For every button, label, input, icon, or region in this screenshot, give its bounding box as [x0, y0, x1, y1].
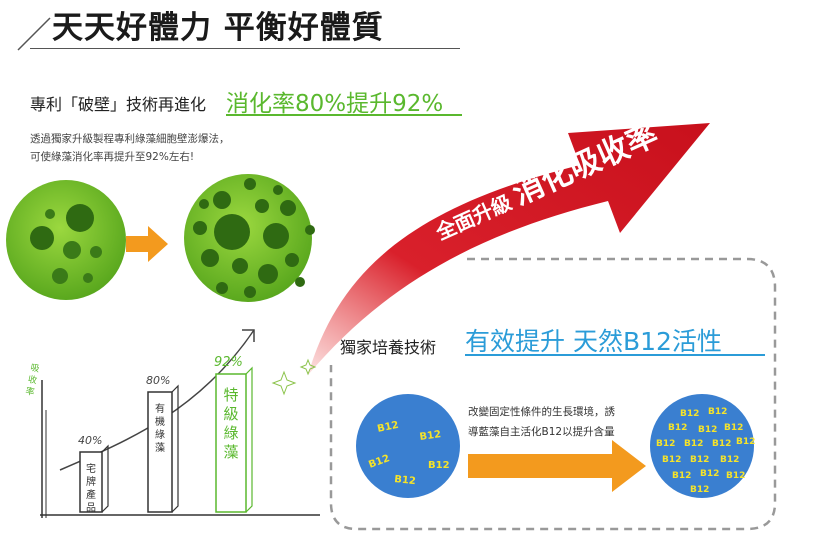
patent-highlight-underline [226, 114, 462, 116]
b12-label: B12 [668, 423, 687, 433]
b12-label: B12 [720, 455, 739, 465]
bar-label: 特級綠藻 [223, 386, 238, 461]
upgrade-arrow: 全面升級 消化吸收率 [308, 116, 710, 375]
b12-label: B12 [656, 439, 675, 449]
bar-label: 宅牌產品 [86, 462, 96, 514]
b12-label: B12 [684, 439, 703, 449]
absorption-bar-chart: 吸收率 40% 宅牌產品 80% 有機綠藻 92% 特級綠藻 [24, 329, 320, 518]
b12-illustration: B12 B12 B12 B12 B12 B12 B12 B12 B12 B12 … [356, 394, 755, 498]
bar-2 [147, 391, 173, 513]
b12-label: B12 [726, 471, 745, 481]
culture-highlight: 有效提升 天然B12活性 [465, 327, 722, 356]
b12-cell-before: B12 B12 B12 B12 B12 [356, 394, 460, 498]
header-slash-decoration [17, 17, 51, 51]
title-underline [30, 48, 460, 49]
cell-wall-illustration [6, 174, 315, 302]
bar-3 [215, 373, 247, 513]
bar-percent-label: 80% [146, 374, 170, 387]
b12-label: B12 [680, 409, 699, 419]
culture-highlight-underline [465, 354, 765, 356]
b12-label: B12 [672, 471, 691, 481]
intact-cell [6, 180, 126, 300]
b12-label: B12 [698, 425, 717, 435]
b12-transition-arrow [468, 440, 646, 492]
b12-label: B12 [724, 423, 743, 433]
b12-label: B12 [394, 474, 417, 487]
b12-label: B12 [700, 469, 719, 479]
b12-label: B12 [712, 439, 731, 449]
bar-label: 有機綠藻 [155, 402, 165, 454]
b12-label: B12 [662, 455, 681, 465]
culture-note-line-2: 導藍藻自主活化B12以提升含量 [468, 426, 615, 438]
bar-1 [79, 451, 103, 513]
patent-heading: 專利「破壁」技術再進化 [30, 95, 207, 114]
page-title: 天天好體力 平衡好體質 [52, 10, 384, 46]
burst-cell [184, 174, 315, 302]
b12-label: B12 [419, 429, 442, 443]
b12-label: B12 [428, 460, 450, 471]
bar-percent-label: 40% [78, 434, 102, 447]
bar-side-2 [171, 384, 179, 513]
b12-label: B12 [708, 407, 727, 417]
transition-arrow [126, 226, 168, 262]
patent-desc-line-1: 透過獨家升級製程專利綠藻細胞壁澎爆法， [30, 133, 230, 145]
chart-axis-label: 吸收率 [24, 362, 40, 398]
b12-cell-after: B12 B12 B12 B12 B12 B12 B12 B12 B12 B12 … [650, 394, 755, 498]
bar-percent-label: 92% [214, 355, 243, 370]
patent-highlight: 消化率80%提升92% [226, 91, 444, 117]
bar-side-3 [245, 366, 253, 513]
culture-note-line-1: 改變固定性條件的生長環境，誘 [468, 406, 615, 418]
b12-label: B12 [376, 420, 399, 435]
bar-side-1 [101, 444, 109, 513]
culture-heading: 獨家培養技術 [340, 338, 437, 357]
b12-label: B12 [690, 455, 709, 465]
b12-label: B12 [690, 485, 709, 495]
b12-label: B12 [736, 437, 755, 447]
culture-section-frame [329, 257, 777, 531]
patent-desc-line-2: 可使綠藻消化率再提升至92%左右! [30, 151, 195, 163]
